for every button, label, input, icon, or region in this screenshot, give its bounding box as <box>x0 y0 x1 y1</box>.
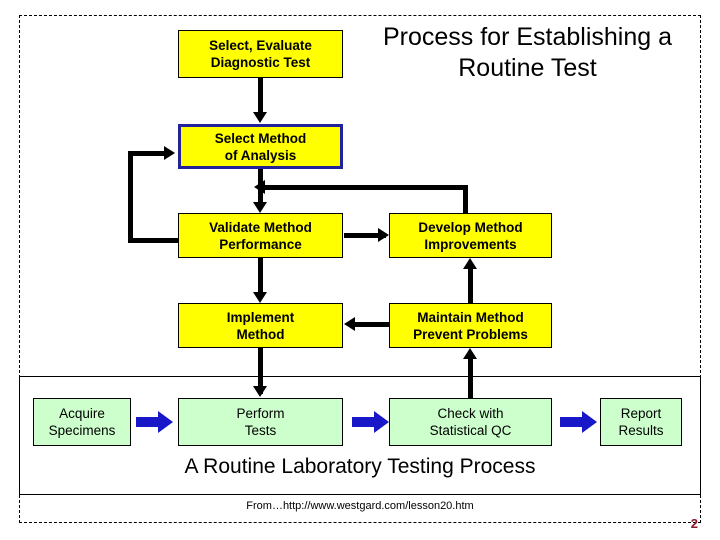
node-perform-tests[interactable]: Perform Tests <box>178 398 343 446</box>
node-label-line-2: Performance <box>219 236 302 252</box>
page-title: Process for Establishing a Routine Test <box>355 22 700 84</box>
connector-validate-to-develop <box>344 233 386 238</box>
node-label-line-1: Maintain Method <box>417 309 524 325</box>
diagram-caption: A Routine Laboratory Testing Process <box>184 455 536 478</box>
block-arrow-right-icon-1 <box>136 410 174 434</box>
connector-maintain-to-implement <box>352 322 390 327</box>
connector-maintain-to-develop <box>468 268 473 303</box>
arrowhead-right-to-develop <box>378 228 389 242</box>
connector-validate-loop-bottom <box>128 238 178 243</box>
arrowhead-up-to-maintain-method <box>463 348 477 359</box>
connector-develop-loop-horizontal <box>261 185 468 190</box>
connector-implement-to-perform-tests <box>258 348 263 394</box>
slide-dashed-border <box>19 15 701 523</box>
node-label-line-2: Specimens <box>48 423 116 438</box>
connector-develop-loop-vertical <box>463 185 468 213</box>
arrowhead-down-to-validate <box>253 202 267 213</box>
arrowhead-down-to-select-method <box>253 112 267 123</box>
page-title-line-2: a Routine Test <box>458 23 673 82</box>
routine-process-group-border <box>19 376 701 495</box>
source-attribution: From…http://www.westgard.com/lesson20.ht… <box>246 500 474 512</box>
node-implement-method[interactable]: Implement Method <box>178 303 343 348</box>
node-acquire-specimens[interactable]: Acquire Specimens <box>33 398 131 446</box>
node-develop-method-improvements[interactable]: Develop Method Improvements <box>389 213 552 258</box>
node-label-line-2: Statistical QC <box>429 423 512 438</box>
arrowhead-down-to-perform-tests <box>253 386 267 397</box>
node-label-line-1: Report <box>620 406 662 421</box>
connector-validate-loop-vertical <box>128 151 133 243</box>
node-label-line-2: Improvements <box>424 236 517 252</box>
node-label-line-1: Perform <box>236 406 285 421</box>
node-select-method-of-analysis[interactable]: Select Method of Analysis <box>178 124 343 169</box>
node-label-line-2: Diagnostic Test <box>210 55 311 70</box>
connector-qc-to-maintain-method <box>468 358 473 398</box>
node-validate-method-performance[interactable]: Validate Method Performance <box>178 213 343 258</box>
block-arrow-right-icon-2 <box>352 410 390 434</box>
block-arrow-right-icon-3 <box>560 410 598 434</box>
node-select-evaluate-diagnostic-test[interactable]: Select, Evaluate Diagnostic Test <box>178 30 343 78</box>
connector-validate-loop-top <box>128 151 170 156</box>
arrowhead-right-into-select-method <box>164 146 175 160</box>
node-label-line-1: Acquire <box>59 406 105 421</box>
arrowhead-left-into-validate-trunk <box>254 180 265 194</box>
page-title-line-1: Process for Establishing <box>382 23 652 51</box>
arrowhead-left-to-implement <box>344 317 355 331</box>
node-label-line-1: Develop Method <box>418 219 523 235</box>
node-check-with-statistical-qc[interactable]: Check with Statistical QC <box>389 398 552 446</box>
page-number: 2 <box>690 516 698 531</box>
node-label-line-2: Method <box>236 326 285 342</box>
node-label-line-1: Check with <box>437 406 504 421</box>
node-label-line-2: of Analysis <box>224 147 297 163</box>
arrowhead-up-to-develop <box>463 258 477 269</box>
node-label-line-1: Select, Evaluate <box>209 38 312 53</box>
node-label-line-1: Select Method <box>214 130 307 146</box>
node-label-line-2: Prevent Problems <box>413 326 528 342</box>
node-label-line-2: Results <box>618 423 664 438</box>
node-label-line-1: Validate Method <box>209 219 312 235</box>
node-label-line-1: Implement <box>226 309 295 325</box>
arrowhead-down-to-implement <box>253 292 267 303</box>
connector-validate-to-implement <box>258 258 263 298</box>
node-report-results[interactable]: Report Results <box>600 398 682 446</box>
connector-evaluate-to-select-method <box>258 78 263 118</box>
node-label-line-2: Tests <box>244 423 277 438</box>
node-maintain-method-prevent-problems[interactable]: Maintain Method Prevent Problems <box>389 303 552 348</box>
